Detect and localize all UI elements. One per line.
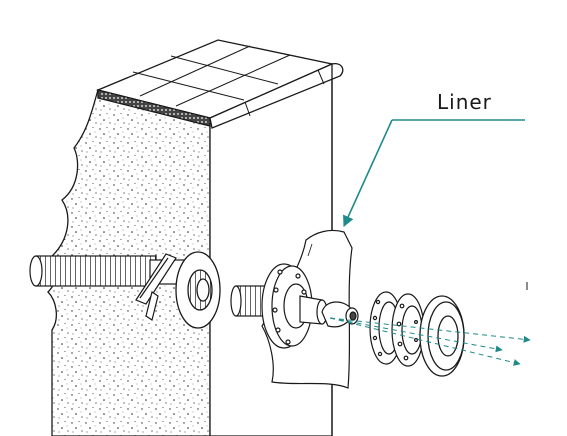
liner-flange bbox=[261, 263, 313, 349]
assembly-axis-lines bbox=[329, 317, 531, 366]
coping-nose bbox=[209, 63, 344, 129]
wall-flange bbox=[175, 251, 221, 329]
clamp-ring bbox=[391, 293, 425, 367]
liner-callout-label: Liner bbox=[437, 90, 492, 114]
inner-body bbox=[299, 295, 328, 325]
lock-nut bbox=[135, 253, 177, 321]
front-cover bbox=[419, 295, 465, 377]
bulb-insert bbox=[321, 301, 359, 328]
coping-edge bbox=[97, 89, 211, 127]
liner-callout-leader bbox=[343, 119, 525, 228]
